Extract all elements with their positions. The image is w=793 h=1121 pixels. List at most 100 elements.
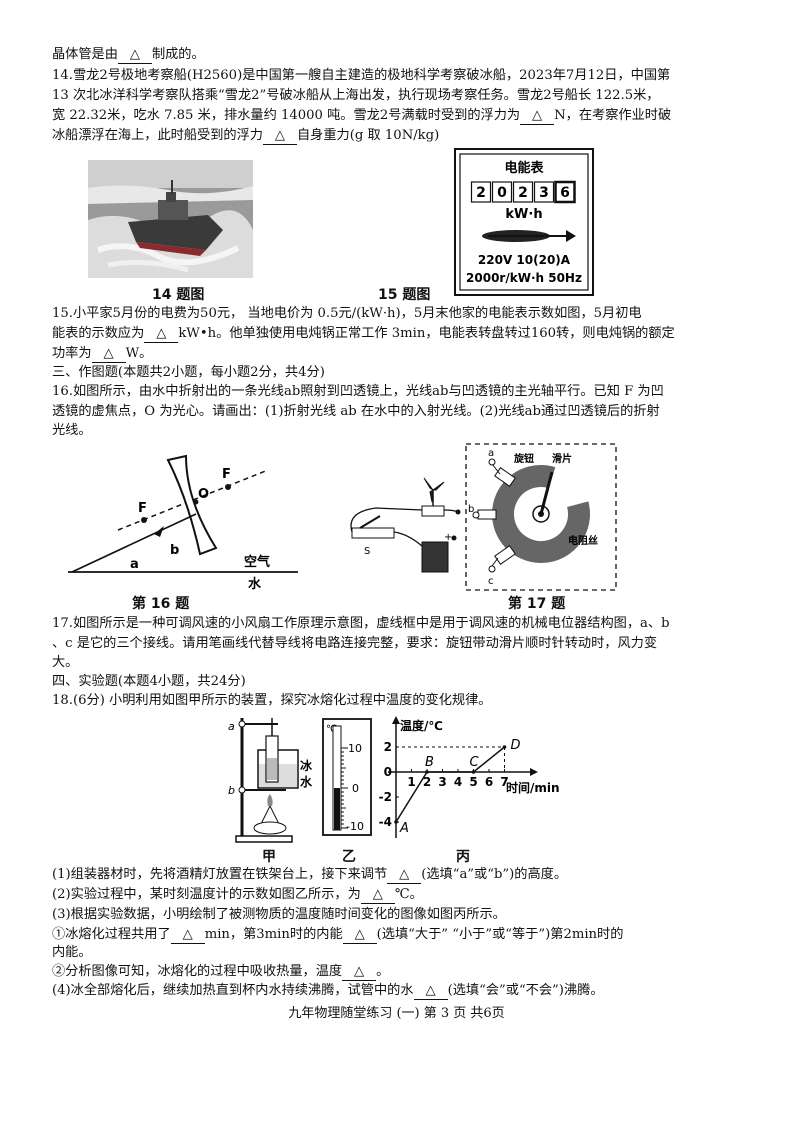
meter-digit: 2 — [518, 185, 528, 201]
x-tick-label: 3 — [438, 775, 446, 789]
resistance-wire — [492, 465, 590, 563]
section3-heading: 三、作图题(本题共2小题，每小题2分，共4分) — [52, 365, 325, 380]
answer-blank[interactable]: △ — [360, 886, 395, 904]
q18-part1: (1)组装器材时，先将酒精灯放置在铁架台上，接下来调节△(选填“a”或“b”)的… — [52, 866, 568, 884]
page-footer: 九年物理随堂练习 (一) 第 3 页 共6页 — [288, 1006, 505, 1021]
q14-line4: 冰船漂浮在海上，此时船受到的浮力△自身重力(g 取 10N/kg) — [52, 127, 440, 145]
q18-part4: (4)冰全部熔化后，继续加热直到杯内水持续沸腾，试管中的水△(选填“会”或“不会… — [52, 982, 604, 1000]
x-axis-label: 时间/min — [506, 780, 560, 795]
icebreaker-photo — [88, 160, 253, 278]
answer-blank[interactable]: △ — [387, 866, 422, 884]
water-label: 水 — [248, 576, 262, 590]
q17-line3: 大。 — [52, 655, 79, 670]
answer-blank[interactable]: △ — [170, 926, 205, 944]
meter-spec1: 220V 10(20)A — [478, 253, 571, 267]
x-tick-label: 2 — [423, 775, 431, 789]
arrow-icon — [566, 230, 576, 242]
temperature-line — [395, 746, 505, 823]
q18-part2: (2)实验过程中，某时刻温度计的示数如图乙所示，为△℃。 — [52, 886, 423, 904]
point-b-label: b — [170, 543, 179, 558]
section4-heading: 四、实验题(本题4小题，共24分) — [52, 674, 246, 689]
degree-unit: ℃ — [326, 724, 337, 735]
mercury-column — [334, 788, 340, 830]
switch-label: S — [364, 546, 370, 557]
optical-center-label: O — [198, 487, 209, 502]
ice-label: 冰 — [300, 758, 313, 773]
resistance-wire-label: 电阻丝 — [568, 534, 598, 547]
battery — [421, 541, 449, 573]
focus-label-right: F — [222, 467, 231, 482]
meter-digit: 6 — [560, 185, 570, 201]
answer-blank[interactable]: △ — [413, 982, 448, 1000]
meter-digit-box — [491, 181, 513, 203]
fan-icon — [423, 477, 445, 503]
meter-title: 电能表 — [504, 160, 544, 176]
point-label: A — [399, 821, 409, 836]
answer-blank[interactable]: △ — [342, 963, 377, 981]
q18-intro: 18.(6分) 小明利用如图甲所示的装置，探究冰熔化过程中温度的变化规律。 — [52, 693, 492, 708]
arrow-icon — [154, 526, 164, 537]
answer-blank[interactable]: △ — [91, 345, 126, 363]
fan-base — [421, 505, 445, 517]
x-tick-label: 6 — [485, 775, 493, 789]
fig17-caption: 第 17 题 — [508, 596, 566, 612]
q16-line2: 透镜的虚焦点，O 为光心。请画出：(1)折射光线 ab 在水中的入射光线。(2)… — [52, 404, 660, 419]
terminal-c-label: c — [488, 576, 494, 587]
fig18-apparatus: a b 冰 水 — [222, 714, 318, 844]
y-tick-label: -4 — [379, 815, 392, 829]
fig18-jia: 甲 — [262, 849, 276, 865]
answer-blank[interactable]: △ — [144, 325, 179, 343]
concave-lens — [166, 454, 218, 556]
answer-blank[interactable]: △ — [117, 46, 152, 64]
x-tick-label: 7 — [500, 775, 508, 789]
data-point — [394, 820, 398, 824]
meter-digit: 3 — [539, 185, 549, 201]
q18-part3-1: ①冰熔化过程共用了△min，第3min时的内能△(选填“大于” “小于”或“等于… — [52, 926, 624, 944]
meter-unit: kW·h — [505, 207, 542, 222]
q16-line3: 光线。 — [52, 423, 92, 438]
therm-label-0: 0 — [352, 782, 359, 795]
terminal-b-label: b — [468, 504, 474, 515]
slider — [539, 471, 554, 515]
q16-line1: 16.如图所示，由水中折射出的一条光线ab照射到凹透镜上，光线ab与凹透镜的主光… — [52, 384, 664, 399]
therm-label-10: 10 — [348, 742, 362, 755]
water-label: 水 — [300, 774, 313, 789]
q13-tail: 晶体管是由△制成的。 — [52, 46, 205, 64]
fig18-thermometer: ℃ 10 0 -10 — [322, 718, 372, 836]
slider-label: 滑片 — [552, 452, 572, 465]
fig15-caption: 15 题图 — [378, 287, 431, 303]
arrow-icon — [392, 716, 400, 724]
terminal-a-label: a — [488, 448, 494, 459]
meter-digit: 2 — [476, 185, 486, 201]
meter-digit-box — [533, 181, 555, 203]
q15-line1: 15.小平家5月份的电费为50元， 当地电价为 0.5元/(kW·h)，5月末他… — [52, 306, 642, 321]
fig17-circuit-diagram: S + a b c 旋钮 滑片 电阻丝 — [346, 442, 618, 592]
q14-line1: 14.雪龙2号极地考察船(H2560)是中国第一艘自主建造的极地科学考察破冰船，… — [52, 68, 671, 83]
ray-ab — [71, 513, 197, 573]
meter-spec2: 2000r/kW·h 50Hz — [466, 271, 582, 285]
x-tick-label: 4 — [454, 775, 462, 789]
point-a-label: a — [130, 557, 139, 572]
answer-blank[interactable]: △ — [342, 926, 377, 944]
x-tick-label: 1 — [407, 775, 415, 789]
therm-label-minus10: -10 — [346, 820, 364, 833]
meter-digit-box — [554, 180, 576, 204]
fig16-lens-diagram: F F O a b 空气 水 — [68, 450, 304, 592]
answer-blank[interactable]: △ — [263, 127, 297, 145]
q14-line2: 13 次北冰洋科学考察队搭乘“雪龙2”号破冰船从上海出发，执行现场考察任务。雪龙… — [52, 88, 660, 103]
clamp-b-label: b — [228, 784, 235, 797]
focus-label-left: F — [138, 501, 147, 516]
answer-blank[interactable]: △ — [520, 107, 555, 125]
clamp-a-label: a — [228, 720, 235, 733]
point-label: C — [470, 755, 480, 770]
data-point — [502, 745, 507, 749]
meter-digit: 0 — [497, 185, 507, 201]
air-label: 空气 — [244, 554, 270, 570]
y-axis-label: 温度/℃ — [400, 718, 443, 733]
fig14-caption: 14 题图 — [152, 287, 205, 303]
y-tick-label: 0 — [384, 765, 392, 779]
x-tick-label: 5 — [469, 775, 477, 789]
meter-digit-box — [470, 181, 492, 203]
